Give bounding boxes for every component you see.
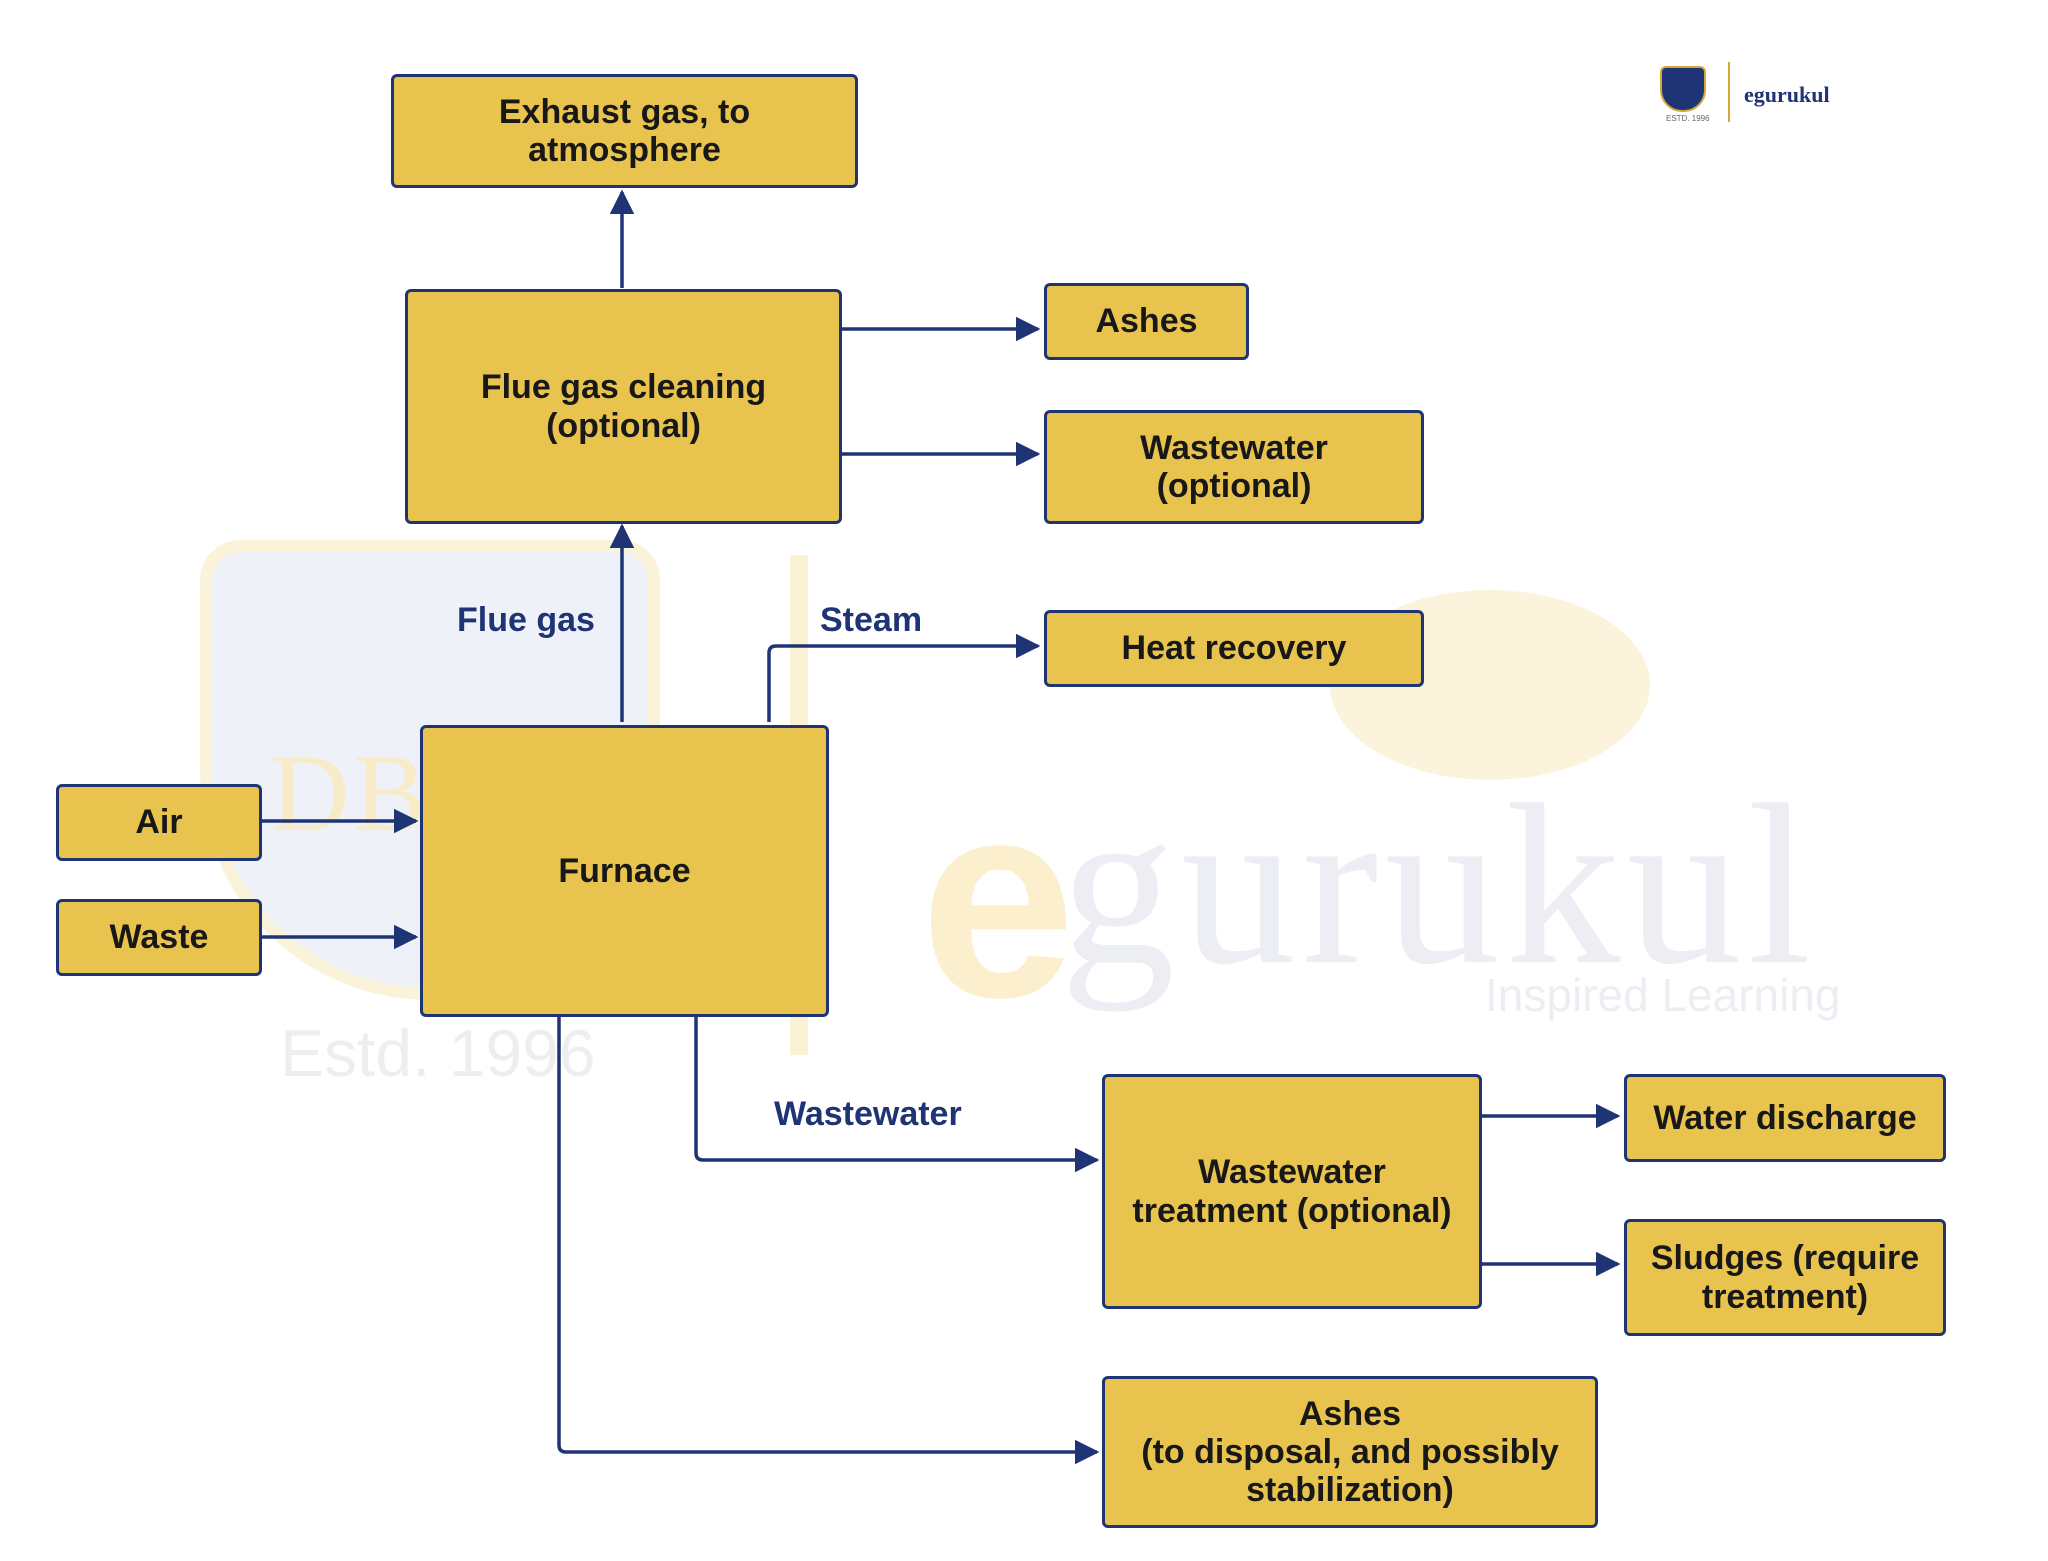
arrow-furnace-to-ashes-bottom <box>557 1016 1100 1465</box>
arrow-furnace-to-heat-recovery <box>767 633 1041 722</box>
dbmci-shield-icon <box>1660 66 1706 112</box>
node-flue-gas-cleaning: Flue gas cleaning (optional) <box>405 289 842 524</box>
node-furnace: Furnace <box>420 725 829 1017</box>
edge-label-flue-gas: Flue gas <box>457 601 595 639</box>
edge-label-wastewater: Wastewater <box>774 1095 962 1133</box>
logo-brand: egurukul <box>1744 82 1830 107</box>
node-heat-recovery: Heat recovery <box>1044 610 1424 687</box>
node-wastewater-treatment: Wastewater treatment (optional) <box>1102 1074 1482 1309</box>
node-exhaust-gas: Exhaust gas, to atmosphere <box>391 74 858 188</box>
header-logo: ESTD. 1996 egurukul <box>1660 62 1850 124</box>
node-waste: Waste <box>56 899 262 976</box>
node-water-discharge: Water discharge <box>1624 1074 1946 1162</box>
logo-divider <box>1728 62 1730 122</box>
arrow-furnace-to-ww-treatment <box>694 1016 1100 1173</box>
node-ashes-top: Ashes <box>1044 283 1249 360</box>
node-ashes-bottom: Ashes (to disposal, and possibly stabili… <box>1102 1376 1598 1528</box>
node-sludges: Sludges (require treatment) <box>1624 1219 1946 1336</box>
node-wastewater-optional: Wastewater (optional) <box>1044 410 1424 524</box>
node-air: Air <box>56 784 262 861</box>
edge-label-steam: Steam <box>820 601 923 639</box>
logo-estd: ESTD. 1996 <box>1666 114 1710 123</box>
